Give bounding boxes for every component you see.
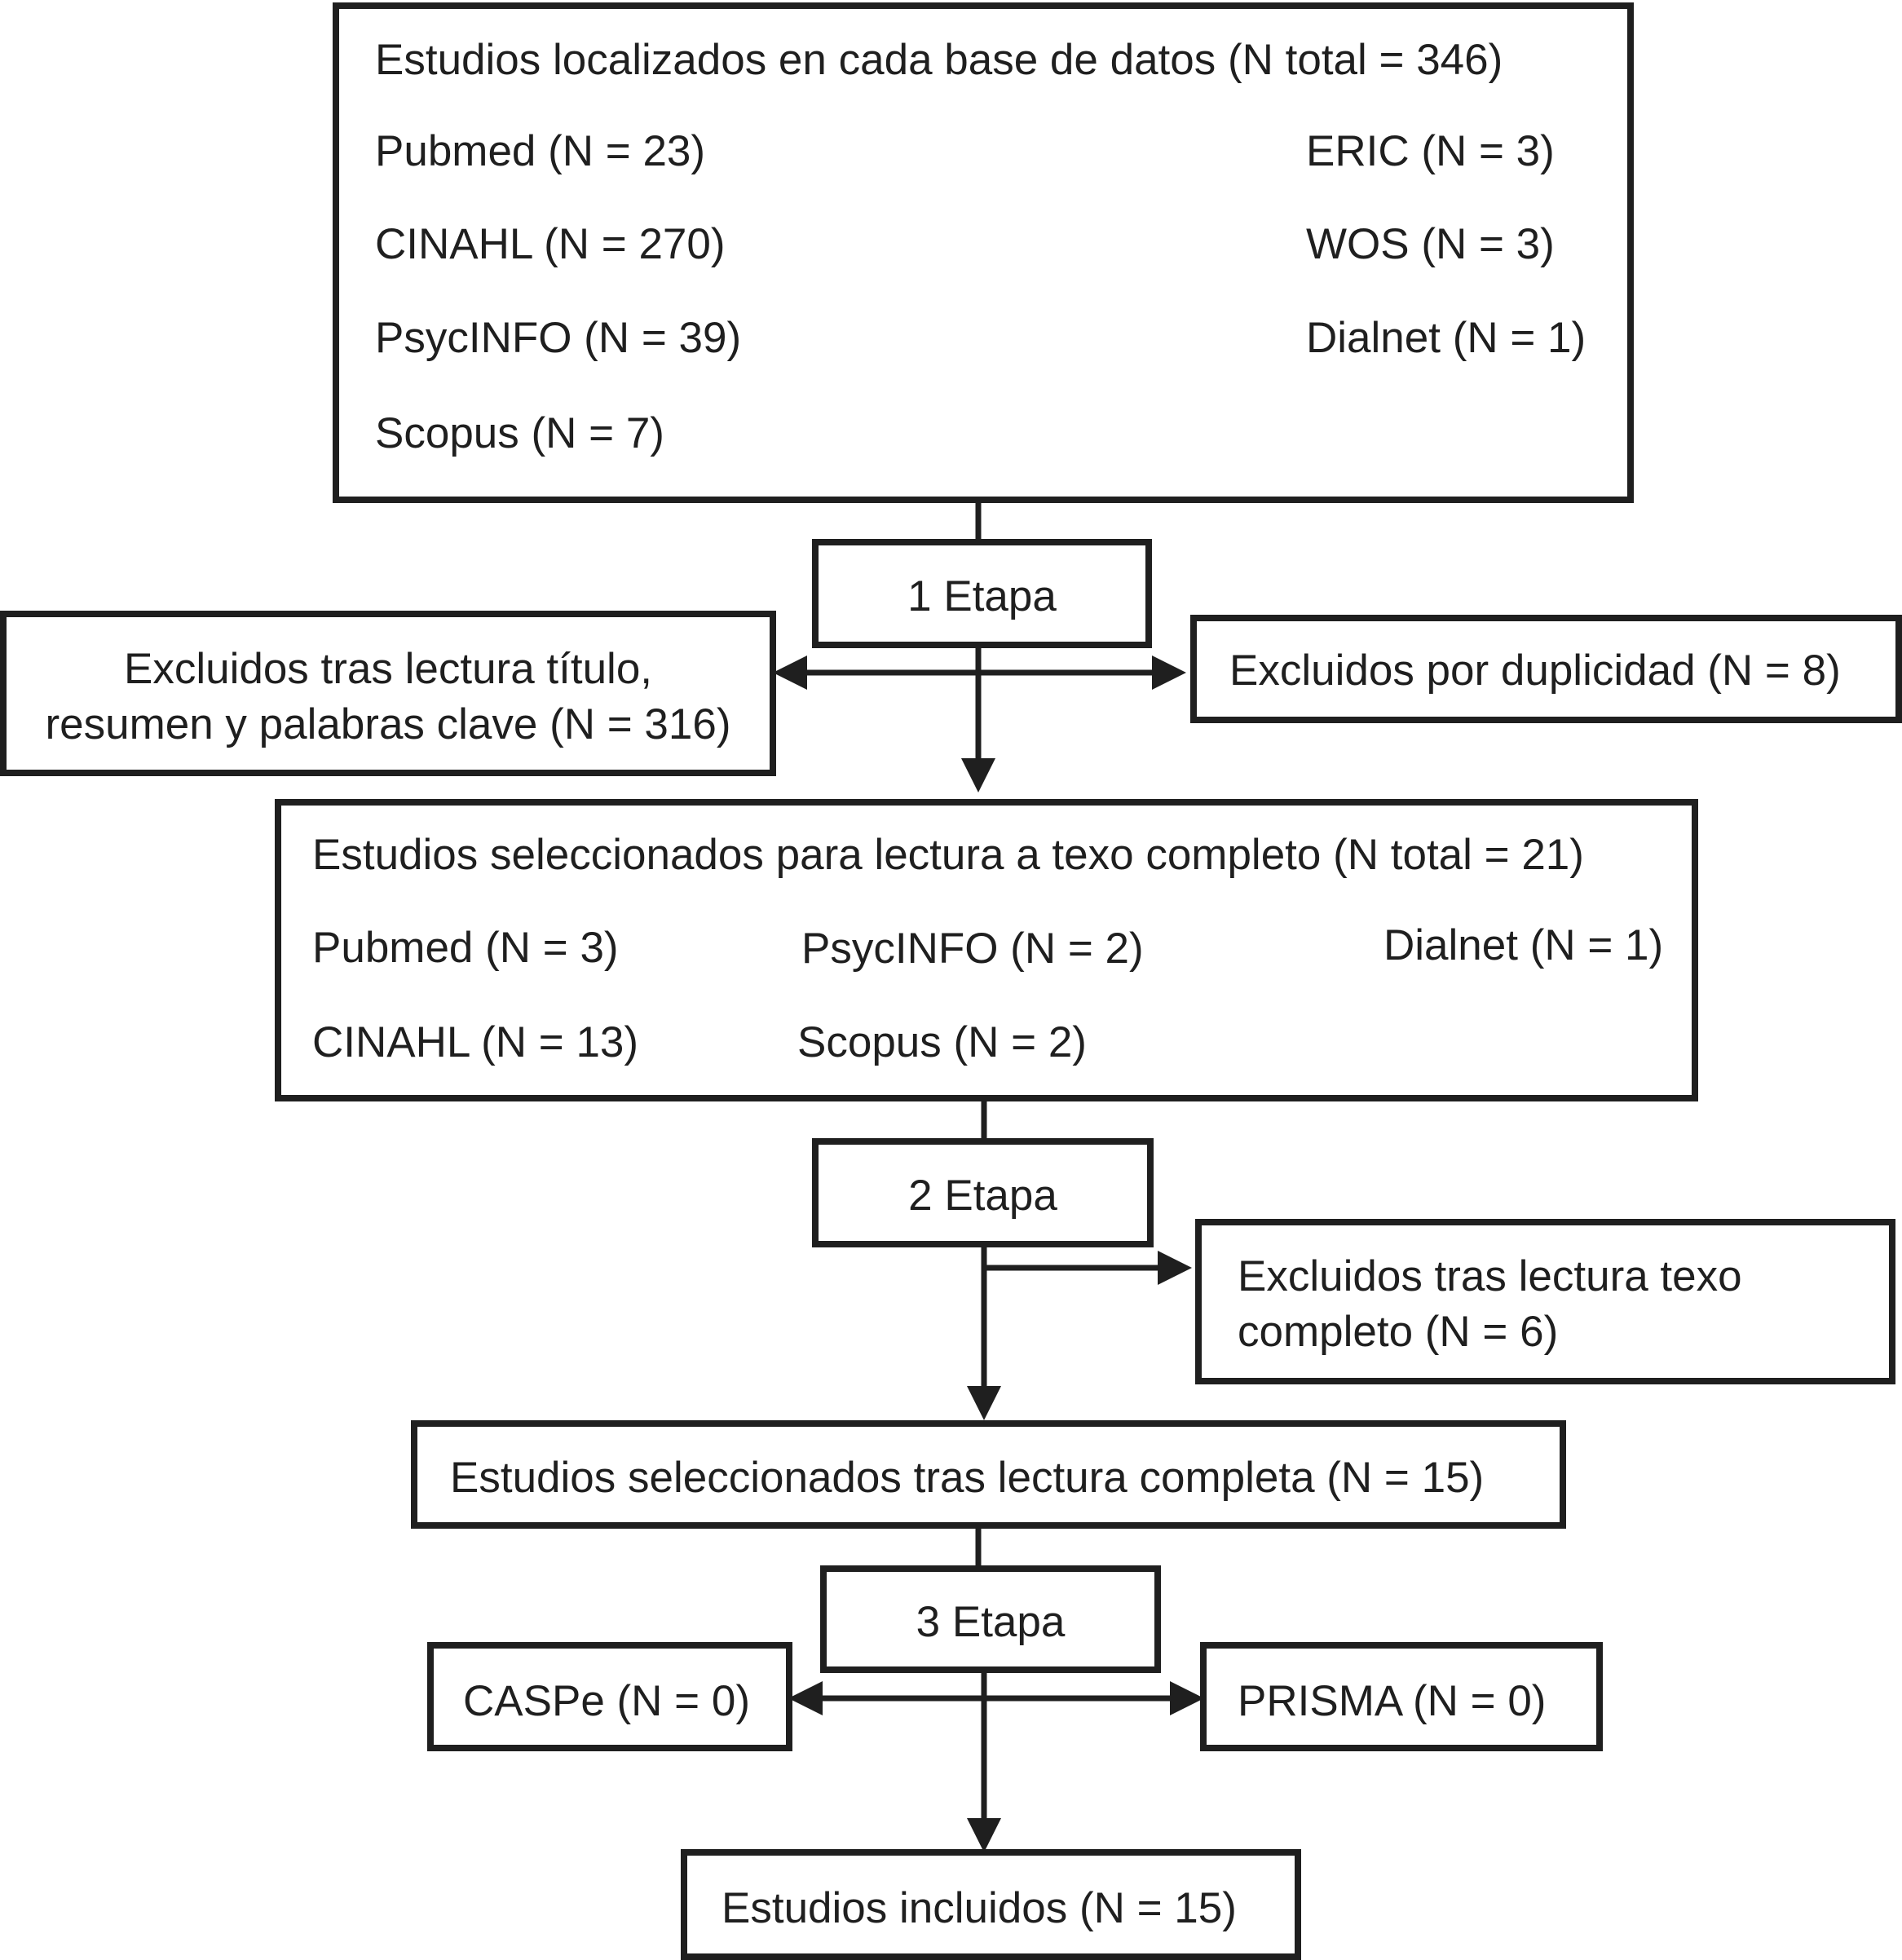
db-scopus: Scopus (N = 7): [375, 409, 664, 457]
db-cinahl: CINAHL (N = 270): [375, 220, 726, 268]
excluded-fulltext-box: Excluidos tras lectura texo completo (N …: [1195, 1219, 1895, 1384]
stage1-label: 1 Etapa: [907, 572, 1057, 620]
excluded-title-abstract-line-2: resumen y palabras clave (N = 316): [45, 700, 731, 748]
selected-text: Estudios seleccionados tras lectura comp…: [450, 1454, 1485, 1502]
excluded-fulltext-line-1: Excluidos tras lectura texo: [1238, 1252, 1742, 1300]
ft-dialnet: Dialnet (N = 1): [1383, 921, 1664, 969]
caspe-box: CASPe (N = 0): [427, 1642, 792, 1751]
db-pubmed: Pubmed (N = 23): [375, 127, 706, 175]
ft-pubmed: Pubmed (N = 3): [312, 924, 619, 972]
excluded-duplicates-box: Excluidos por duplicidad (N = 8): [1190, 615, 1902, 723]
stage3-label: 3 Etapa: [916, 1598, 1066, 1646]
db-eric: ERIC (N = 3): [1306, 127, 1555, 175]
ft-psycinfo: PsycINFO (N = 2): [801, 925, 1144, 973]
fulltext-title: Estudios seleccionados para lectura a te…: [312, 831, 1584, 879]
included-text: Estudios incluidos (N = 15): [722, 1884, 1237, 1932]
prisma-text: PRISMA (N = 0): [1238, 1677, 1547, 1725]
ft-cinahl: CINAHL (N = 13): [312, 1018, 639, 1066]
excluded-duplicates-text: Excluidos por duplicidad (N = 8): [1229, 647, 1841, 695]
stage2-label: 2 Etapa: [908, 1172, 1057, 1220]
databases-box: Estudios localizados en cada base de dat…: [333, 2, 1634, 503]
db-psycinfo: PsycINFO (N = 39): [375, 314, 742, 362]
prisma-box: PRISMA (N = 0): [1200, 1642, 1603, 1751]
excluded-fulltext-text: Excluidos tras lectura texo completo (N …: [1238, 1249, 1742, 1360]
stage1-box: 1 Etapa: [812, 539, 1152, 648]
stage3-box: 3 Etapa: [820, 1565, 1161, 1673]
db-wos: WOS (N = 3): [1306, 220, 1555, 268]
excluded-title-abstract-text: Excluidos tras lectura título, resumen y…: [7, 642, 770, 753]
excluded-title-abstract-box: Excluidos tras lectura título, resumen y…: [0, 611, 776, 776]
ft-scopus: Scopus (N = 2): [797, 1018, 1087, 1066]
caspe-text: CASPe (N = 0): [463, 1677, 750, 1725]
databases-title: Estudios localizados en cada base de dat…: [375, 36, 1503, 84]
selected-box: Estudios seleccionados tras lectura comp…: [411, 1420, 1566, 1529]
included-box: Estudios incluidos (N = 15): [681, 1849, 1301, 1960]
excluded-fulltext-line-2: completo (N = 6): [1238, 1308, 1559, 1356]
db-dialnet: Dialnet (N = 1): [1306, 314, 1586, 362]
stage2-box: 2 Etapa: [812, 1138, 1154, 1247]
fulltext-box: Estudios seleccionados para lectura a te…: [275, 799, 1698, 1101]
excluded-title-abstract-line-1: Excluidos tras lectura título,: [123, 645, 653, 693]
